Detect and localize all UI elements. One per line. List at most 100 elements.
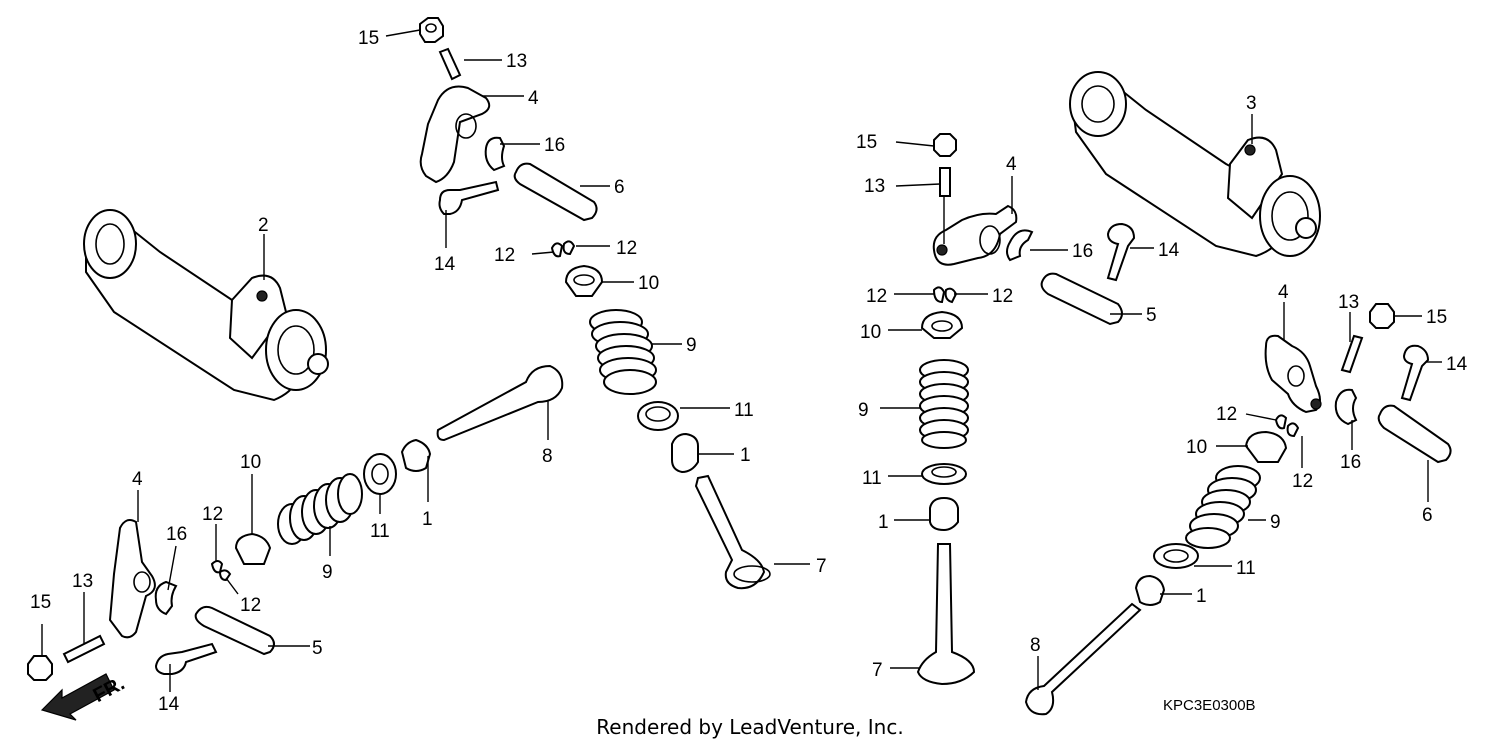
- stem-seal-1-b: [400, 438, 432, 472]
- callout-9: 9: [858, 400, 869, 421]
- callout-3: 3: [1246, 93, 1257, 114]
- cotter-12-e: [932, 286, 946, 304]
- nut-15-b: [27, 655, 53, 681]
- callout-12: 12: [202, 504, 223, 525]
- stem-seal-1-a: [671, 432, 699, 474]
- camshaft-2: [83, 209, 329, 402]
- nut-15-a: [419, 17, 444, 43]
- callout-7: 7: [872, 660, 883, 681]
- callout-13: 13: [1338, 292, 1359, 313]
- callout-12: 12: [866, 286, 887, 307]
- rocker-shaft-6-a: [513, 162, 598, 222]
- callout-11: 11: [1236, 558, 1256, 579]
- callout-6: 6: [1422, 505, 1433, 526]
- callout-12: 12: [992, 286, 1013, 307]
- wave-washer-16-a: [484, 136, 506, 172]
- callout-7: 7: [816, 556, 827, 577]
- camshaft-3: [1069, 71, 1321, 258]
- spring-9-b: [277, 473, 363, 545]
- callout-10: 10: [1186, 437, 1207, 458]
- callout-4: 4: [132, 469, 143, 490]
- callout-11: 11: [734, 400, 754, 421]
- stem-seal-1-d: [1134, 574, 1166, 606]
- cotter-12-d: [218, 569, 232, 582]
- leaders-center-right: [880, 141, 1154, 669]
- callout-5: 5: [312, 638, 323, 659]
- wave-washer-16-d: [1334, 388, 1358, 426]
- valve-7-b: [916, 543, 976, 686]
- callout-10: 10: [638, 273, 659, 294]
- callout-8: 8: [1030, 635, 1041, 656]
- cotter-12-f: [944, 287, 958, 304]
- spring-9-d: [1185, 465, 1261, 549]
- adjust-screw-13-b: [62, 634, 106, 664]
- valve-parts-center: [550, 240, 771, 590]
- callout-15: 15: [856, 132, 877, 153]
- cotter-12-g: [1274, 414, 1288, 430]
- callout-13: 13: [864, 176, 885, 197]
- rocker-arm-4-b: [108, 519, 156, 639]
- callout-4: 4: [528, 88, 539, 109]
- front-marker-label: FR.: [90, 672, 129, 707]
- callout-4: 4: [1006, 154, 1017, 175]
- bolt-14-c: [1106, 222, 1136, 282]
- callout-14: 14: [1446, 354, 1468, 375]
- rocker-arm-4-c: [932, 204, 1018, 266]
- callout-1: 1: [422, 509, 433, 530]
- callout-labels: 15 13 4 16 6 14 12 12 10 9 11 1 7 8 2 4 …: [30, 28, 1468, 715]
- callout-16: 16: [1072, 241, 1093, 262]
- callout-11: 11: [370, 521, 390, 542]
- rocker-group-far-right: [1024, 303, 1452, 716]
- cotter-12-b: [562, 240, 576, 256]
- spring-9-c: [919, 359, 969, 449]
- leaders-far-right: [1037, 302, 1442, 690]
- callout-16: 16: [544, 135, 565, 156]
- callout-16: 16: [166, 524, 187, 545]
- nut-15-c: [933, 133, 957, 157]
- rocker-arm-4-a: [419, 85, 491, 184]
- callout-1: 1: [740, 445, 751, 466]
- cotter-12-h: [1286, 422, 1300, 438]
- nut-15-d: [1369, 303, 1395, 329]
- wave-washer-16-c: [1006, 229, 1034, 262]
- callout-9: 9: [1270, 512, 1281, 533]
- callout-13: 13: [72, 571, 93, 592]
- callout-9: 9: [686, 335, 697, 356]
- bolt-14-d: [1400, 344, 1430, 402]
- rocker-group-top-center: [419, 17, 598, 222]
- wave-washer-16-b: [154, 580, 178, 616]
- callout-5: 5: [1146, 305, 1157, 326]
- rocker-shaft-6-b: [1377, 404, 1452, 464]
- rocker-arm-4-d: [1264, 334, 1321, 414]
- callout-6: 6: [614, 177, 625, 198]
- callout-16: 16: [1340, 452, 1361, 473]
- cotter-12-a: [550, 242, 564, 258]
- callout-2: 2: [258, 215, 269, 236]
- retainer-10-a: [564, 264, 604, 297]
- retainer-10-b: [234, 532, 272, 565]
- adjust-screw-13-d: [1340, 334, 1364, 374]
- retainer-10-c: [920, 310, 964, 339]
- rocker-shaft-5-b: [1040, 272, 1123, 326]
- bolt-14-b: [154, 642, 218, 675]
- callout-4: 4: [1278, 282, 1289, 303]
- stem-seal-1-c: [929, 496, 959, 532]
- callout-8: 8: [542, 446, 553, 467]
- callout-13: 13: [506, 51, 527, 72]
- callout-12: 12: [240, 595, 261, 616]
- callout-1: 1: [1196, 586, 1207, 607]
- callout-11: 11: [862, 468, 882, 489]
- callout-14: 14: [434, 254, 456, 275]
- callout-12: 12: [616, 238, 637, 259]
- footer-credit: Rendered by LeadVenture, Inc.: [596, 715, 904, 739]
- callout-1: 1: [878, 512, 889, 533]
- callout-9: 9: [322, 562, 333, 583]
- front-arrow-icon: [40, 673, 115, 721]
- leaders-top-center: [385, 29, 810, 565]
- adjust-screw-13-c: [939, 167, 951, 197]
- adjust-screw-13-a: [438, 47, 462, 81]
- valve-8-b: [1024, 602, 1142, 716]
- retainer-10-d: [1244, 430, 1288, 463]
- spring-seat-11-d: [1153, 543, 1199, 569]
